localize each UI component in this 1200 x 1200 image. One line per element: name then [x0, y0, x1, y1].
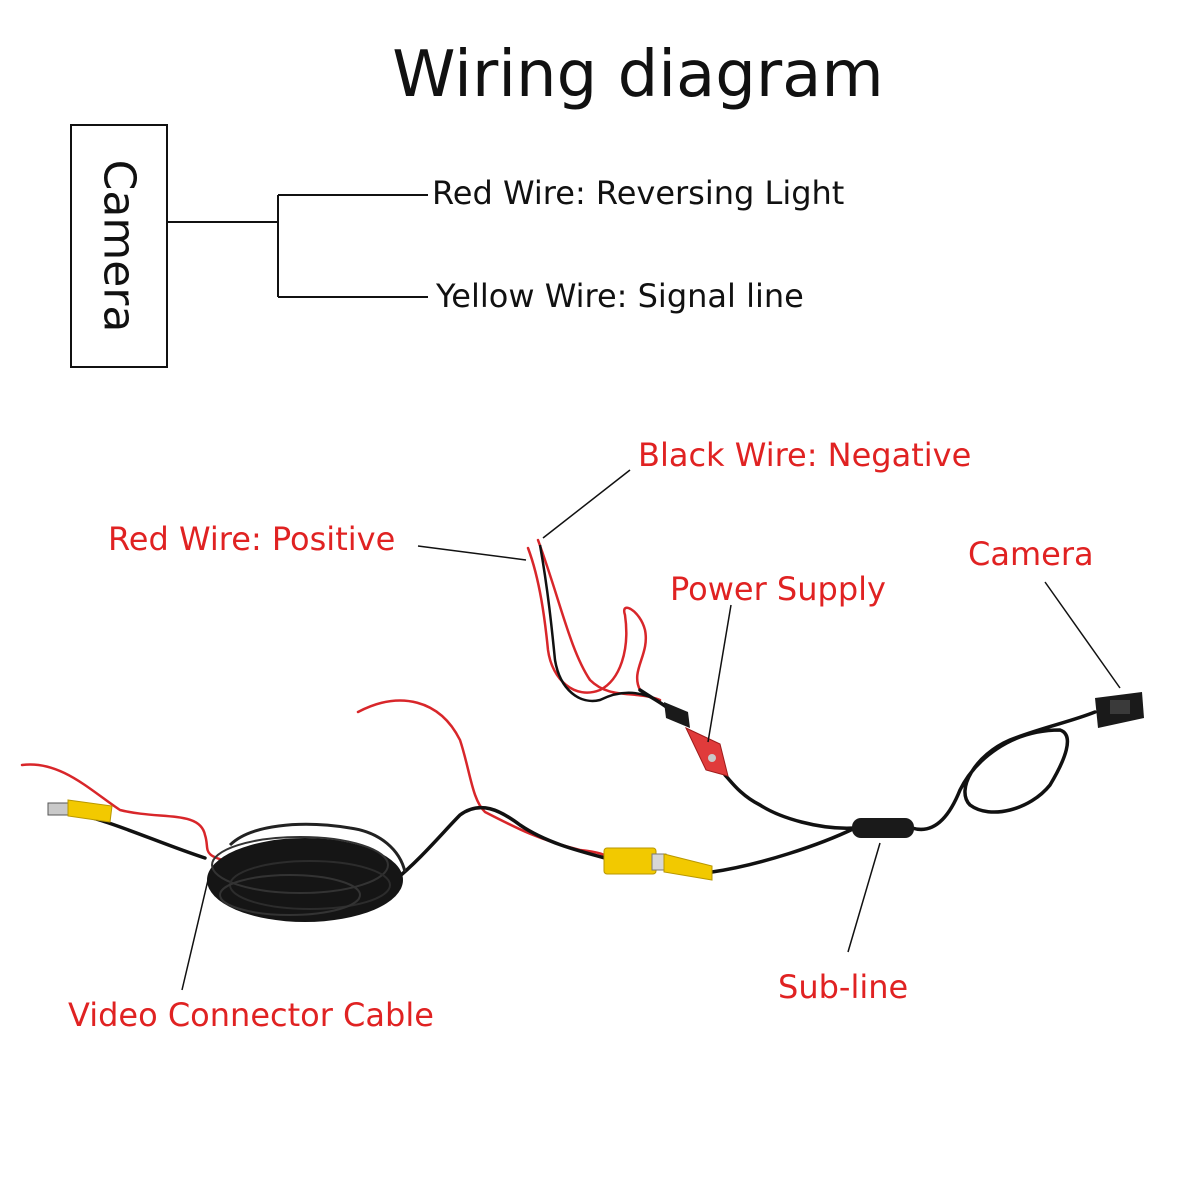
camera-device — [1095, 692, 1144, 728]
schematic-yellow-wire-label: Yellow Wire: Signal line — [436, 277, 804, 315]
cable-coil — [207, 822, 407, 922]
callout-red-wire: Red Wire: Positive — [108, 520, 396, 558]
red-wires — [20, 538, 662, 864]
power-connector-red — [684, 726, 729, 777]
cable-to-subline — [710, 826, 857, 874]
black-wire-negative — [538, 544, 661, 704]
rca-joint — [603, 847, 713, 881]
black-cables — [53, 688, 1097, 882]
callout-power-supply: Power Supply — [670, 570, 886, 608]
pointer-video-cable — [181, 879, 209, 991]
coil-loop-3 — [219, 874, 361, 916]
camera-device-lens — [1110, 700, 1130, 714]
red-wire-left — [20, 763, 232, 864]
power-connector — [664, 702, 729, 777]
rca-plug-left — [47, 799, 113, 823]
callout-video-cable: Video Connector Cable — [68, 996, 434, 1034]
callout-pointers — [181, 469, 1121, 991]
pointer-black-wire — [542, 469, 631, 539]
red-wire-center — [356, 699, 612, 860]
red-wire-positive-2 — [536, 538, 662, 702]
callout-black-wire: Black Wire: Negative — [638, 436, 972, 474]
coil-loop-1 — [211, 836, 389, 894]
red-wire-positive — [526, 546, 648, 694]
schematic-lines — [168, 194, 428, 298]
power-connector-black — [664, 702, 690, 728]
rca-joint-male — [663, 853, 713, 881]
sub-line-splitter — [852, 818, 914, 838]
callout-sub-line: Sub-line — [778, 968, 909, 1006]
pointer-red-wire — [417, 545, 527, 561]
schematic-red-wire-label: Red Wire: Reversing Light — [432, 174, 845, 212]
callout-camera: Camera — [968, 535, 1094, 573]
rca-plug-left-tip — [47, 802, 71, 816]
camera-box: Camera — [70, 124, 168, 368]
pointer-power-supply — [707, 604, 732, 743]
coil-body — [207, 838, 403, 922]
cable-to-power — [723, 773, 857, 830]
coil-loop-top — [228, 822, 407, 873]
power-connector-pin — [708, 754, 716, 762]
rca-plug-left-body — [67, 799, 113, 823]
rca-joint-female — [603, 847, 657, 875]
pointer-sub-line — [847, 842, 881, 953]
cable-to-yellow-joint — [393, 805, 607, 882]
pointer-camera — [1044, 581, 1121, 689]
diagram-title: Wiring diagram — [392, 38, 884, 112]
cable-to-camera — [910, 710, 1097, 832]
